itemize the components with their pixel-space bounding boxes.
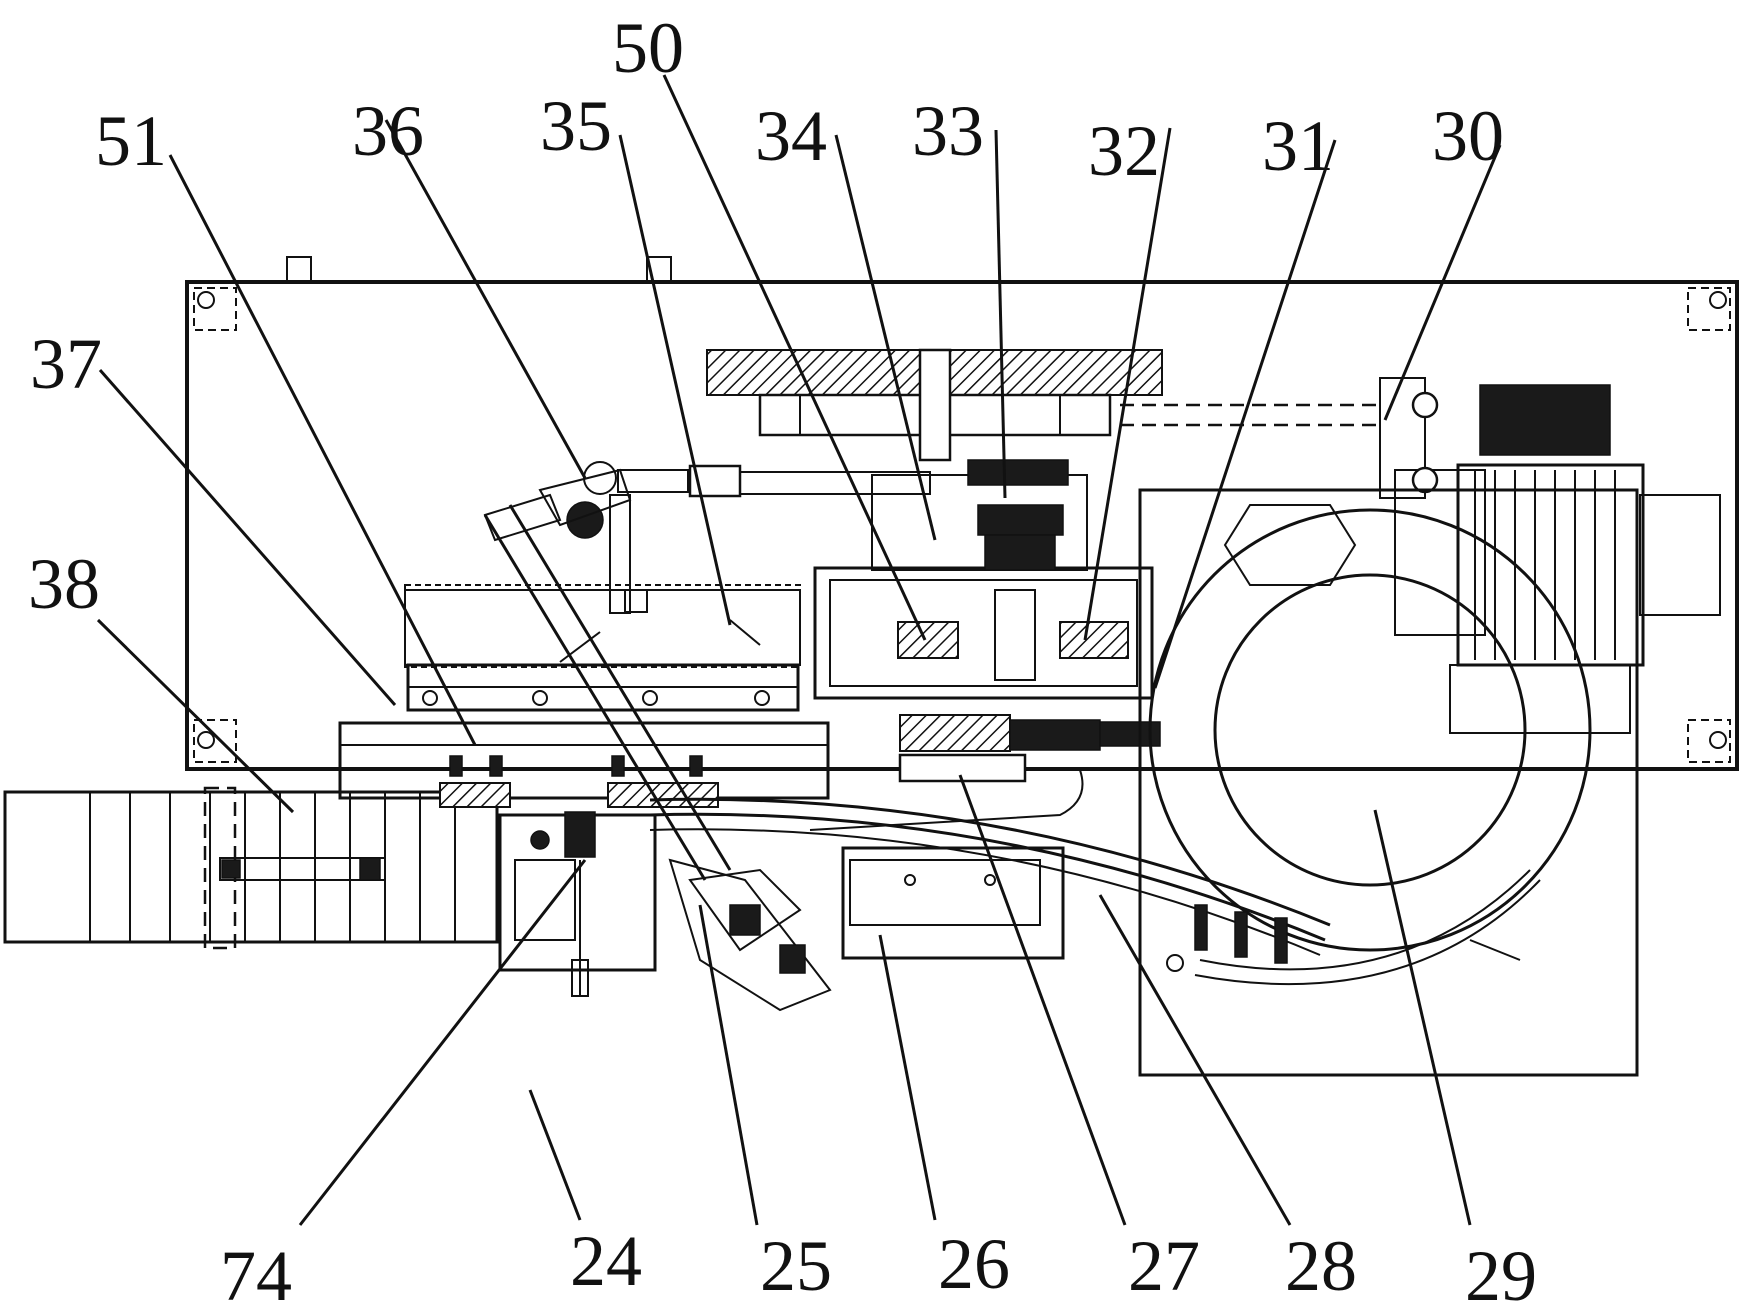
label-25: 25: [760, 1226, 832, 1306]
leader-51: [170, 155, 475, 745]
top-pulley: [707, 350, 1380, 460]
feed-conveyor: [5, 788, 497, 948]
bowl-feeder: [1140, 490, 1637, 1075]
corner-hole-bottom-left: [194, 720, 236, 762]
label-36: 36: [352, 91, 424, 171]
bracket-block: [500, 812, 655, 996]
diagonal-linkage: [485, 505, 830, 1010]
base-plate: [187, 257, 1737, 769]
label-28: 28: [1285, 1226, 1357, 1306]
label-24: 24: [570, 1221, 642, 1301]
leader-74: [300, 860, 585, 1225]
leader-27: [960, 775, 1125, 1225]
label-34: 34: [755, 96, 827, 176]
chute: [650, 799, 1330, 963]
label-37: 37: [30, 324, 102, 404]
leader-31: [1155, 140, 1335, 688]
rod-27: [780, 755, 1150, 781]
corner-hole-top-left: [194, 288, 236, 330]
label-29: 29: [1465, 1236, 1537, 1311]
label-26: 26: [938, 1224, 1010, 1304]
reference-labels: 37 38 51 36 35 50 34 33 32 31 30 74 24 2…: [28, 8, 1537, 1311]
label-31: 31: [1262, 106, 1334, 186]
leader-36: [386, 120, 585, 478]
label-30: 30: [1432, 96, 1504, 176]
label-32: 32: [1088, 111, 1160, 191]
corner-hole-bottom-right: [1688, 720, 1730, 762]
leader-26: [880, 935, 935, 1220]
label-51: 51: [95, 101, 167, 181]
leader-29: [1375, 810, 1470, 1225]
label-50: 50: [612, 8, 684, 88]
corner-hole-top-right: [1688, 288, 1730, 330]
label-33: 33: [912, 91, 984, 171]
leader-25: [700, 905, 757, 1225]
label-27: 27: [1128, 1226, 1200, 1306]
housing-35: [405, 585, 800, 667]
leader-24: [530, 1090, 580, 1220]
leader-38: [98, 620, 293, 812]
label-35: 35: [540, 86, 612, 166]
leader-33: [996, 130, 1005, 498]
motor: [1380, 378, 1720, 733]
label-38: 38: [28, 544, 100, 624]
leader-37: [100, 370, 395, 705]
label-74: 74: [220, 1236, 292, 1311]
